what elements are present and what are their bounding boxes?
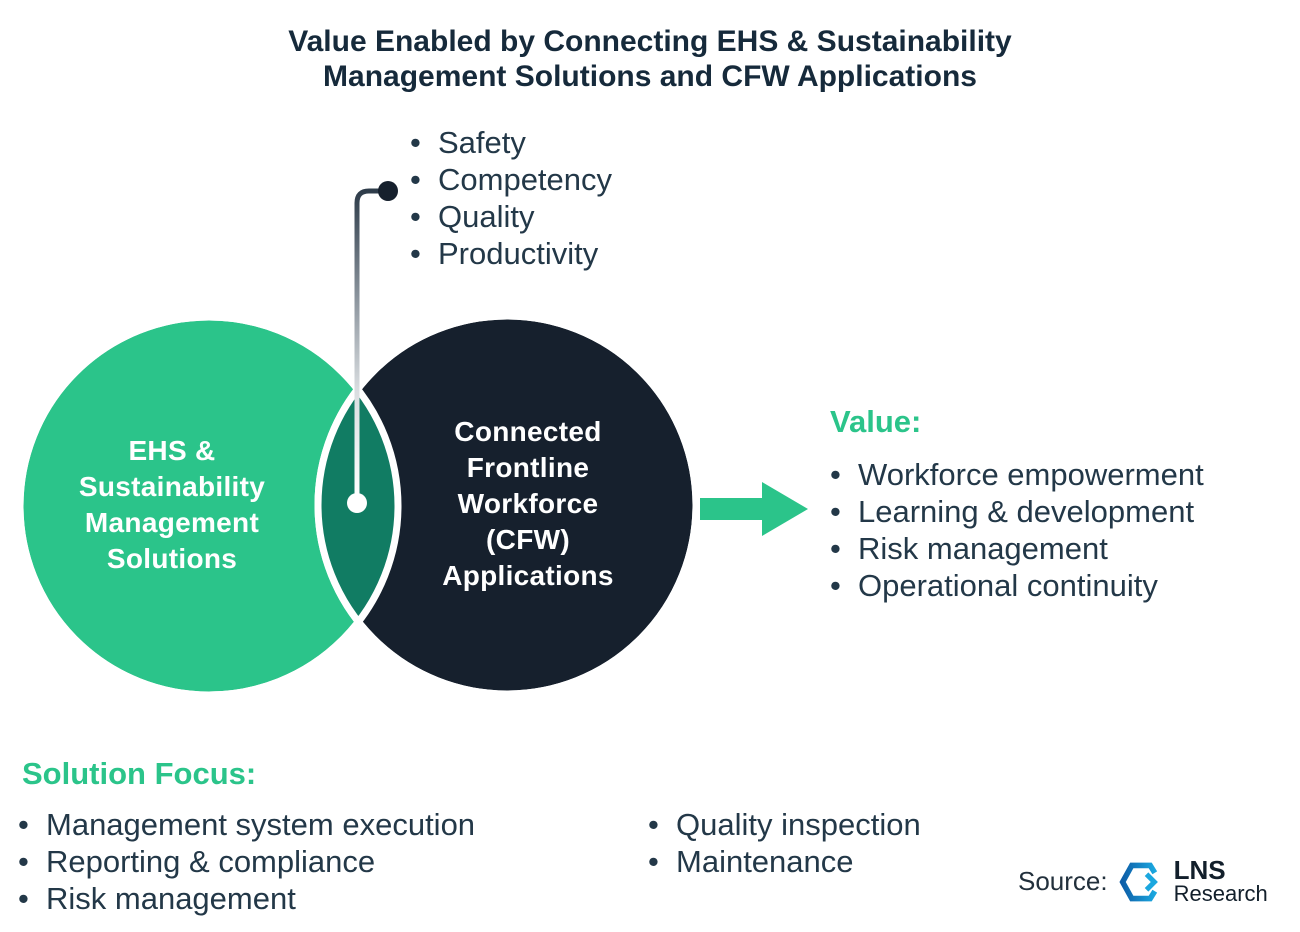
page-title-line-1: Value Enabled by Connecting EHS & Sustai… (288, 25, 1012, 58)
value-heading: Value: (830, 404, 922, 439)
venn-left-label-line: Sustainability (78, 471, 266, 502)
venn-left-label-line: Management (84, 507, 260, 538)
solution-focus-column-2: Quality inspection Maintenance (648, 806, 921, 880)
venn-right-label-line: (CFW) (486, 524, 570, 555)
connector-bullet-item: Productivity (410, 235, 612, 272)
venn-right-label: Connected Frontline Workforce (CFW) Appl… (400, 414, 656, 594)
value-bullet-item: Operational continuity (830, 567, 1204, 604)
value-arrow (700, 482, 808, 536)
venn-left-circle-outline (16, 313, 402, 699)
connector-bullet-item: Competency (410, 161, 612, 198)
venn-left-label: EHS & Sustainability Management Solution… (44, 433, 300, 577)
solution-focus-item: Reporting & compliance (18, 843, 475, 880)
page-title: Value Enabled by Connecting EHS & Sustai… (0, 24, 1300, 94)
lns-hexagon-icon (1119, 862, 1158, 901)
connector-bullet-list: Safety Competency Quality Productivity (410, 124, 612, 272)
solution-focus-heading: Solution Focus: (22, 756, 257, 791)
connector-bullet-item: Safety (410, 124, 612, 161)
solution-focus-column-1: Management system execution Reporting & … (18, 806, 475, 917)
value-bullet-item: Workforce empowerment (830, 456, 1204, 493)
page-title-line-2: Management Solutions and CFW Application… (323, 60, 977, 93)
venn-right-circle-outline (314, 312, 700, 698)
value-bullet-list: Workforce empowerment Learning & develop… (830, 456, 1204, 604)
lns-logo-name: LNS (1173, 855, 1226, 885)
venn-right-label-line: Workforce (457, 488, 599, 519)
venn-right-label-line: Applications (442, 560, 614, 591)
connector-end-dot (347, 493, 367, 513)
lns-logo-subname: Research (1173, 881, 1268, 906)
venn-right-label-line: Connected (454, 416, 602, 447)
value-bullet-item: Learning & development (830, 493, 1204, 530)
solution-focus-item: Risk management (18, 880, 475, 917)
venn-right-label-line: Frontline (466, 452, 590, 483)
connector-line (354, 188, 386, 496)
solution-focus-item: Maintenance (648, 843, 921, 880)
venn-left-label-line: EHS & (128, 435, 216, 466)
connector-start-dot (378, 181, 398, 201)
solution-focus-item: Quality inspection (648, 806, 921, 843)
value-bullet-item: Risk management (830, 530, 1204, 567)
source-label: Source: (1018, 866, 1108, 896)
source-attribution: Source: LNS Research (1018, 855, 1268, 906)
connector-bullet-item: Quality (410, 198, 612, 235)
lns-logo-text: LNS Research (1173, 855, 1268, 906)
solution-focus-item: Management system execution (18, 806, 475, 843)
venn-left-label-line: Solutions (106, 543, 238, 574)
